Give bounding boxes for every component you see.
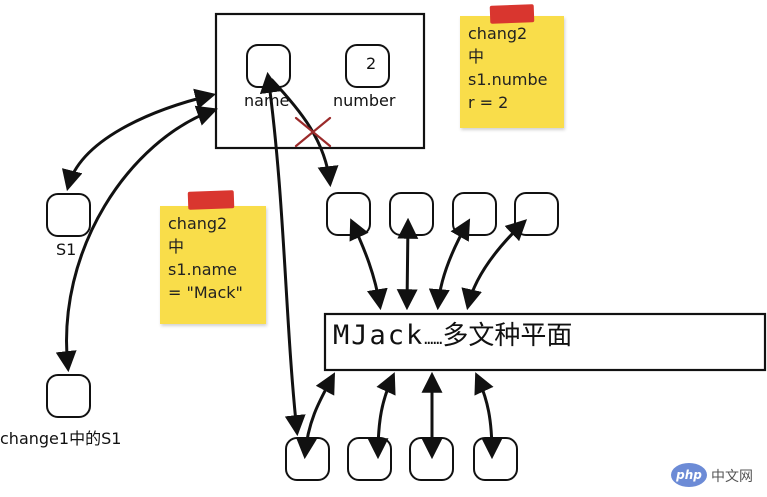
arrow-name-new [259, 71, 306, 437]
watermark: php 中文网 [671, 463, 759, 489]
note-tape [187, 190, 235, 210]
arrow-s1-to-box [62, 88, 217, 192]
note-line: s1.name [168, 260, 237, 279]
note-line: 中 [168, 237, 185, 256]
note-line: 中 [468, 47, 485, 66]
change1-s1-label: change1中的S1 [0, 429, 122, 448]
char-box-top-1 [326, 192, 371, 236]
strip-ellipsis: …… [424, 330, 443, 348]
number-label: number [333, 91, 396, 110]
char-box-top-4 [514, 192, 559, 236]
s1-box [46, 193, 91, 237]
string-strip [323, 312, 767, 372]
char-box-top-3 [452, 192, 497, 236]
note-line: s1.numbe [468, 70, 548, 89]
change1-s1-box [46, 374, 91, 418]
arrow-top2-strip [396, 217, 419, 311]
cross-mark [294, 116, 332, 148]
sticky-note-number: chang2 中 s1.numbe r = 2 [460, 4, 564, 128]
arrow-top1-strip [349, 218, 388, 311]
sticky-note-name: chang2 中 s1.name = "Mack" [160, 190, 266, 324]
note-line: = "Mack" [168, 283, 243, 302]
strip-letters: MJack [333, 320, 425, 351]
char-box-bottom-2 [347, 437, 392, 481]
char-box-bottom-4 [473, 437, 518, 481]
number-slot [345, 44, 390, 88]
strip-tail: 多文种平面 [442, 321, 573, 351]
arrow-change1-to-box [55, 105, 218, 373]
char-box-top-2 [389, 192, 434, 236]
arrow-strip-bottom4 [474, 372, 503, 460]
arrow-strip-bottom2 [367, 372, 396, 460]
string-strip-text: MJack……多文种平面 [333, 315, 572, 352]
s1-label: S1 [56, 240, 77, 259]
php-logo-icon: php [671, 463, 707, 487]
arrow-strip-bottom1 [295, 372, 336, 460]
note-line: chang2 [468, 24, 528, 43]
note-tape [489, 4, 535, 24]
number-value: 2 [366, 54, 377, 73]
note-line: r = 2 [468, 93, 509, 112]
note-line: chang2 [168, 214, 228, 233]
name-label: name [244, 91, 290, 110]
arrow-top4-strip [461, 219, 528, 311]
watermark-text: 中文网 [711, 469, 753, 485]
